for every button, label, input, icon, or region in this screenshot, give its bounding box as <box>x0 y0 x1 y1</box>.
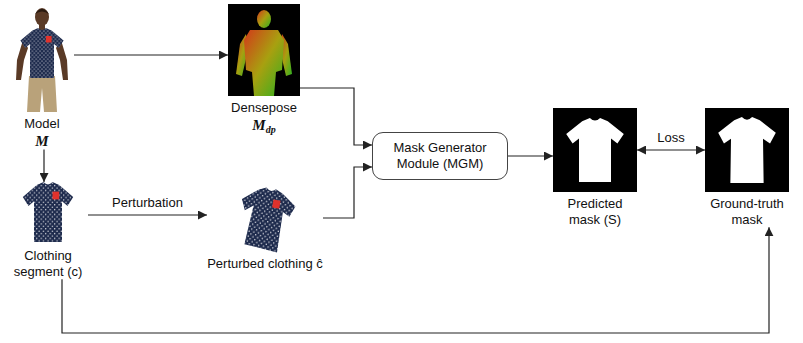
model-photo <box>16 8 68 112</box>
pocket <box>52 192 59 200</box>
connector-arrow <box>508 155 553 156</box>
node-label: Densepose <box>231 100 297 115</box>
connector-arrow <box>62 227 769 333</box>
connector-arrow <box>300 88 372 145</box>
pocket <box>272 200 280 209</box>
label-line: M <box>10 132 74 150</box>
label-line: Densepose <box>228 100 300 116</box>
connector-arrow <box>637 149 705 150</box>
label-line: Ground-truth mask <box>705 196 789 227</box>
shirt-body <box>234 184 298 254</box>
label-line: Model <box>10 116 74 132</box>
shirt-body <box>20 28 63 78</box>
edge-label: Perturbation <box>110 195 185 211</box>
label-line: Perturbed clothing ĉ <box>207 256 323 272</box>
mask-shape <box>566 118 624 182</box>
node-label: Clothing segment (c) <box>14 248 83 279</box>
connector-arrow <box>323 167 372 218</box>
image-node: Clothing segment (c) <box>8 182 88 279</box>
connector-arrow <box>88 214 207 215</box>
mask-ground <box>705 108 789 192</box>
densepose-ground <box>228 4 300 96</box>
mask-shape <box>718 117 776 183</box>
node-label: Mask Generator Module (MGM) <box>393 140 486 171</box>
image-node: Perturbed clothing ĉ <box>207 188 323 272</box>
label-line: Predicted mask (S) <box>553 196 637 227</box>
node-label: dp <box>266 124 276 135</box>
image-area <box>207 188 323 252</box>
densepose-body <box>244 30 284 96</box>
image-area <box>10 4 74 112</box>
pants <box>27 76 57 112</box>
pocket <box>46 36 52 43</box>
densepose-image <box>228 4 300 96</box>
connector-arrow <box>74 54 228 55</box>
predicted-mask-image <box>553 108 637 192</box>
shirt-body <box>23 182 73 242</box>
node-label: Model <box>24 116 59 131</box>
densepose-head <box>257 10 271 28</box>
image-node: ModelM <box>10 4 74 150</box>
shirt <box>20 28 63 78</box>
node-label: M <box>35 133 48 149</box>
image-area <box>228 4 300 96</box>
perturbed-clothing-image <box>234 184 298 254</box>
process-box: Mask Generator Module (MGM) <box>372 132 508 180</box>
image-area <box>705 108 789 192</box>
head <box>35 8 49 26</box>
mask-ground <box>553 108 637 192</box>
hair <box>35 9 49 14</box>
edge-label: Loss <box>655 130 686 146</box>
label-line: Clothing segment (c) <box>8 248 88 279</box>
image-node: Ground-truth mask <box>705 108 789 227</box>
ground-truth-mask-image <box>705 108 789 192</box>
node-label: Predicted mask (S) <box>568 196 623 227</box>
connector-arrow <box>43 150 44 182</box>
node-label: Perturbed clothing ĉ <box>207 256 323 271</box>
node-label: Ground-truth mask <box>710 196 784 227</box>
image-area <box>553 108 637 192</box>
image-node: Predicted mask (S) <box>553 108 637 227</box>
image-area <box>8 182 88 244</box>
node-label: M <box>252 117 265 133</box>
image-node: DenseposeMdp <box>228 4 300 136</box>
label-line: Mdp <box>228 116 300 137</box>
label-line: Mask Generator Module (MGM) <box>381 140 499 171</box>
clothing-image <box>23 182 73 242</box>
